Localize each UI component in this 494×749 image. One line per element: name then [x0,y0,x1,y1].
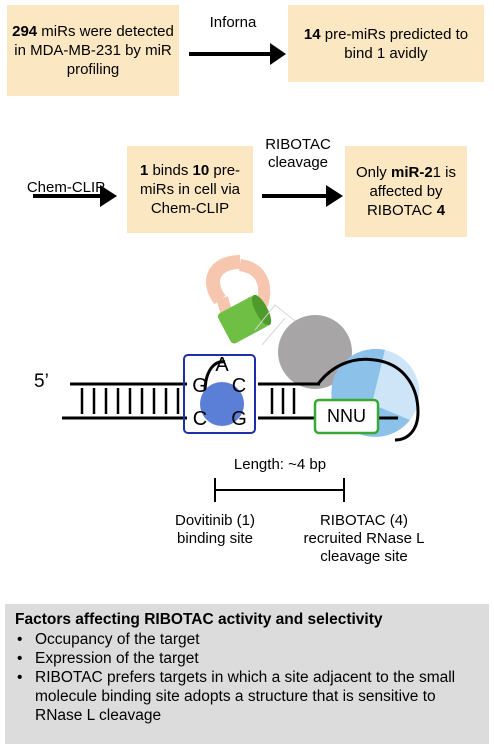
ribotac-line1: RIBOTAC (4) [319,512,409,529]
box1-text: miRs were detected in MDA-MB-231 by miR … [14,23,174,78]
box2-text: pre-miRs predicted to bind 1 avidly [320,25,469,62]
flow-box-2: 14 pre-miRs predicted to bind 1 avidly [288,5,484,82]
box4-mid: 1 is affected by RIBOTAC [366,164,457,219]
arrow1-label: Inforna [209,14,257,31]
binding-site-box [183,354,256,434]
count-14: 14 [303,25,321,43]
dovitinib-line1: Dovitinib (1) [174,512,256,529]
hairpin-loop [316,357,420,442]
factors-panel: Factors affecting RIBOTAC activity and s… [5,604,489,744]
factors-title: Factors affecting RIBOTAC activity and s… [15,611,383,628]
ribotac-line3: cleavage site [320,548,408,565]
box4-mirna: miR-2 [390,164,433,181]
arrow3-label: RIBOTAC cleavage [265,136,331,171]
box4-pre: Only [355,164,391,181]
factor-item: RIBOTAC prefers targets in which a site … [15,668,479,725]
five-prime-label: 5’ [34,371,49,392]
arrow-3 [262,185,343,207]
factor-item: Occupancy of the target [15,630,479,649]
base-c1: C [231,375,247,397]
base-pairs-right [270,388,296,414]
dovitinib-line2: binding site [177,530,253,547]
length-bracket [214,478,345,502]
green-cylinder [217,294,272,344]
ribotac-site-label: RIBOTAC (4) recruited RNase L cleavage s… [284,512,444,566]
factor-item: Expression of the target [15,649,479,668]
box3-mid1: binds [148,162,193,179]
length-label: Length: ~4 bp [233,456,327,473]
ribotac-line2: recruited RNase L [303,530,425,547]
base-g2: G [231,408,247,430]
count-294: 294 [12,23,38,40]
bulge-loop [203,360,226,393]
faint-sketch [254,304,301,346]
flow-box-1: 294 miRs were detected in MDA-MB-231 by … [7,5,179,96]
box3-mid2: pre-miRs in cell via Chem-CLIP [139,162,241,217]
factors-list: Occupancy of the target Expression of th… [15,630,479,725]
arrow-2 [33,185,117,207]
base-g1: G [192,375,208,397]
dovitinib-ball [200,382,244,426]
base-a: A [215,354,229,376]
box4-compound: 4 [436,202,446,219]
nnu-box [313,398,380,435]
count-1: 1 [139,162,149,179]
rna-structure-diagram [33,43,420,502]
base-pairs-left [80,388,180,414]
flow-box-4: Only miR-21 is affected by RIBOTAC 4 [345,146,467,237]
flow-box-3: 1 binds 10 pre-miRs in cell via Chem-CLI… [127,146,253,233]
arrow-1 [189,43,286,65]
base-c2: C [192,408,208,430]
nnu-motif: NNU [327,406,366,426]
count-10: 10 [192,162,210,179]
arrow2-label: Chem-CLIP [26,179,106,196]
dovitinib-site-label: Dovitinib (1) binding site [140,512,290,548]
